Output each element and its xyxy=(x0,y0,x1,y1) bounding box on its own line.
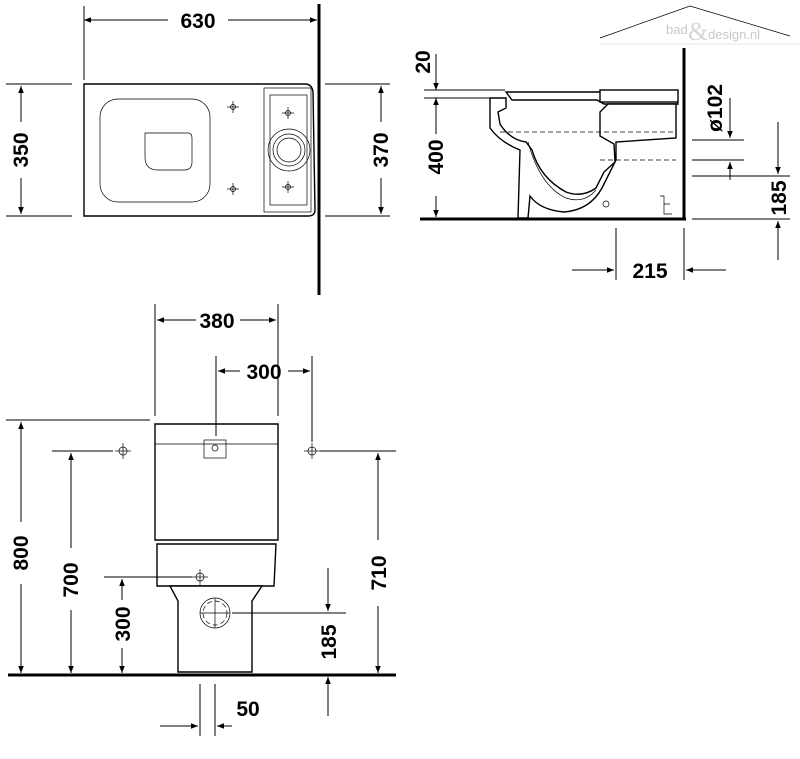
front-view-tank xyxy=(154,423,279,541)
dim-front-outlet-offset: 50 xyxy=(236,698,259,721)
front-view-bowl xyxy=(156,543,277,587)
dim-side-outlet-wall: 215 xyxy=(632,260,667,283)
side-view-body xyxy=(489,97,677,219)
watermark-left: bad xyxy=(666,22,688,37)
top-view-seat xyxy=(99,98,211,203)
side-view-bracket xyxy=(660,195,672,215)
watermark-right: design.nl xyxy=(708,27,760,42)
side-view-trap xyxy=(527,141,597,201)
watermark: bad & design.nl xyxy=(599,5,800,46)
side-view: 20 400 ø102 185 215 xyxy=(412,48,791,283)
top-view-outlet-core xyxy=(276,137,302,163)
top-view-tank-lid xyxy=(269,94,308,206)
dim-side-pipe: ø102 xyxy=(704,84,727,132)
top-view-tank xyxy=(263,87,312,213)
front-view: 380 300 800 700 300 710 185 xyxy=(6,304,396,736)
dim-side-seat-gap: 20 xyxy=(412,50,435,73)
dim-side-height: 400 xyxy=(425,139,448,174)
dim-front-inlet-height: 300 xyxy=(112,606,135,641)
side-view-fixing xyxy=(602,200,610,208)
top-view-outline xyxy=(83,83,316,217)
dim-front-outlet-height: 185 xyxy=(318,624,341,659)
dim-top-length: 630 xyxy=(180,10,215,33)
front-view-pedestal xyxy=(168,585,264,673)
side-view-tank-top xyxy=(599,89,679,103)
dim-front-fixing-spacing: 300 xyxy=(246,361,281,384)
top-view-outlet-outer xyxy=(267,128,311,172)
dim-side-outlet-height: 185 xyxy=(768,180,791,215)
top-view: 630 350 370 xyxy=(6,4,393,295)
dim-front-width: 380 xyxy=(199,310,234,333)
dim-front-total-height: 800 xyxy=(10,535,33,570)
front-view-flush-button xyxy=(203,439,227,459)
dim-front-fixing-height-left: 700 xyxy=(60,562,83,597)
top-view-outlet-inner xyxy=(272,133,306,167)
watermark-amp: & xyxy=(688,17,708,46)
dim-front-fixing-height-right: 710 xyxy=(368,555,391,590)
dim-top-depth-right: 370 xyxy=(370,132,393,167)
dim-top-depth-left: 350 xyxy=(10,132,33,167)
front-view-fixings xyxy=(115,443,320,585)
top-view-fixings xyxy=(227,101,294,195)
top-view-bowl xyxy=(144,132,193,171)
